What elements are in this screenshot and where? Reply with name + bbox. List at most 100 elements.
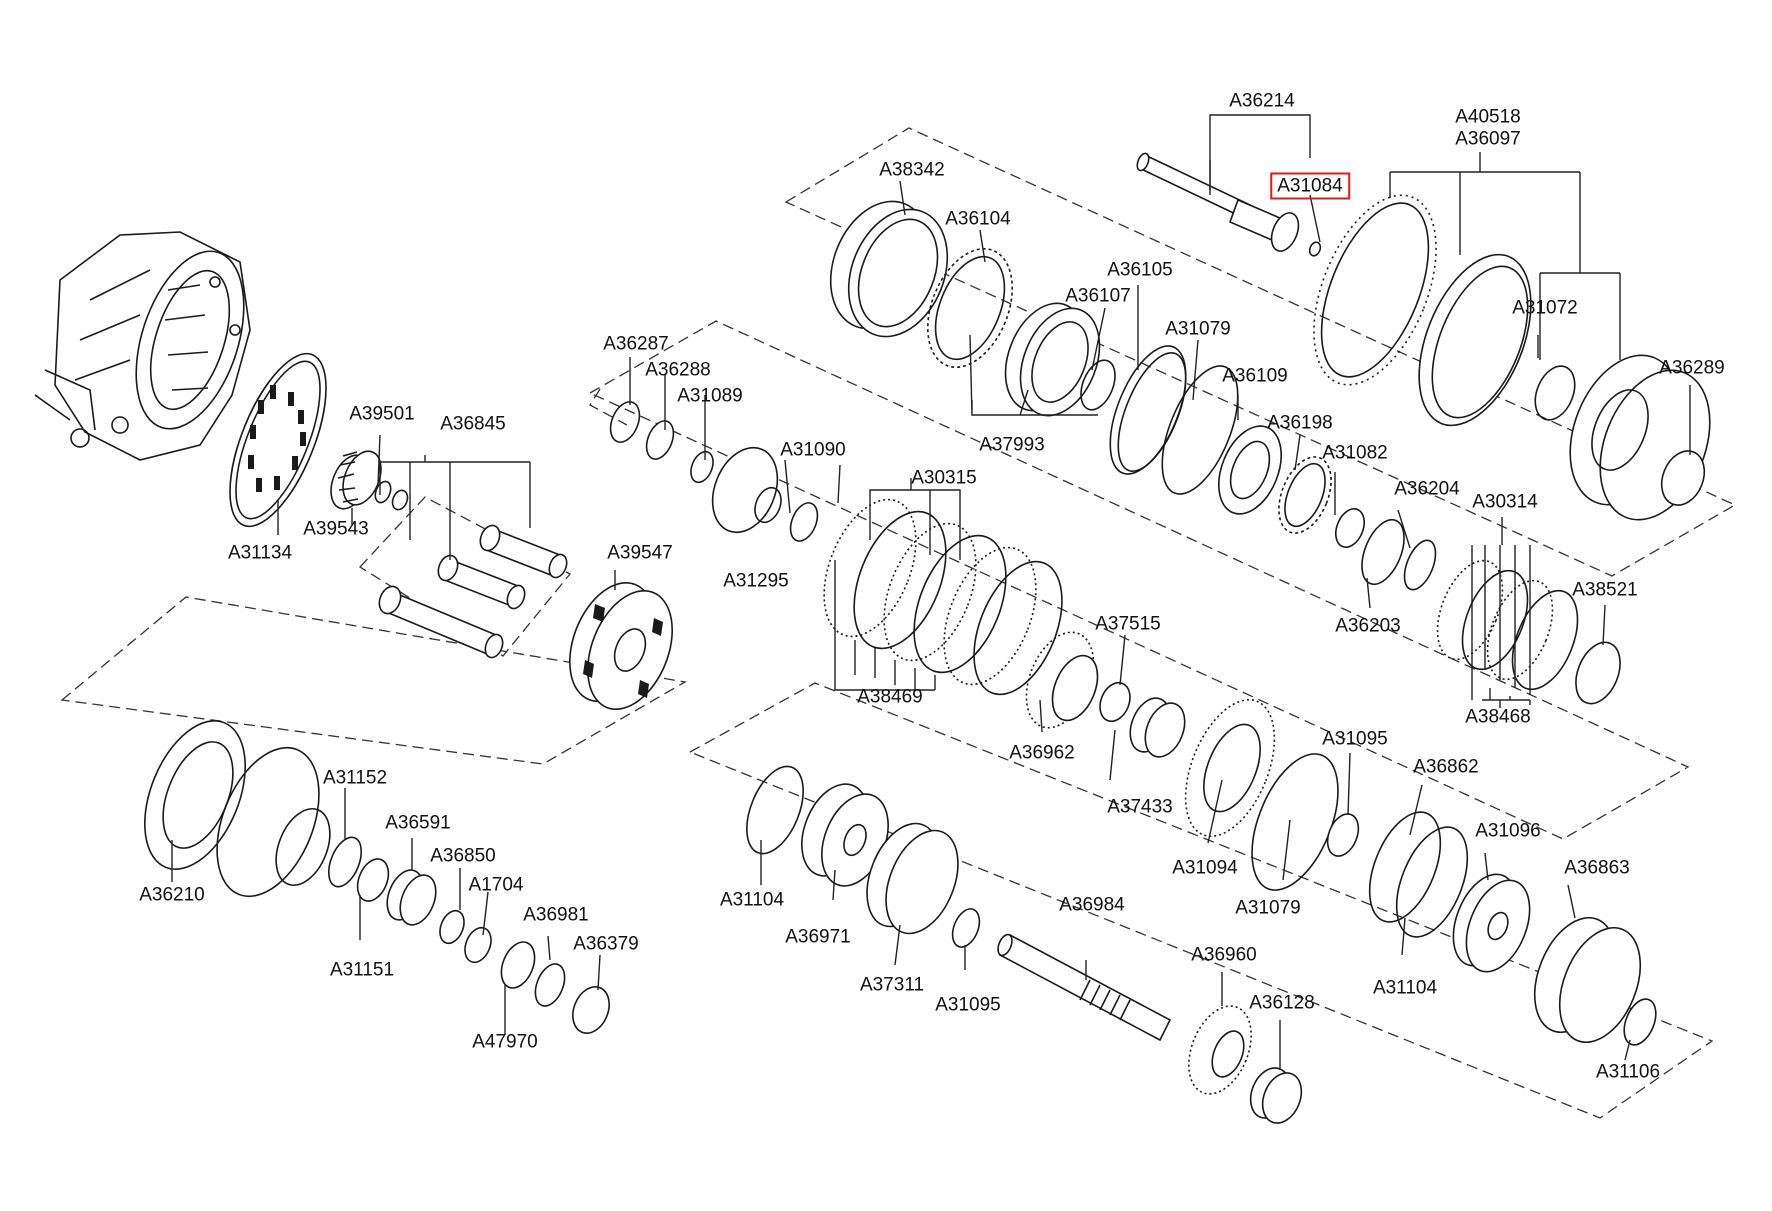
assembly-box-shafts (358, 496, 572, 657)
callout-a31152[interactable]: A31152 (322, 767, 388, 789)
part-a36288-ring (645, 420, 675, 460)
callout-a36128[interactable]: A36128 (1249, 992, 1315, 1014)
part-a36097-ring (1418, 253, 1532, 427)
assembly-box-left (60, 596, 687, 765)
callout-a37311[interactable]: A37311 (859, 974, 925, 996)
callout-a36288[interactable]: A36288 (645, 359, 711, 381)
callout-a36289[interactable]: A36289 (1659, 357, 1725, 379)
callout-a31095-right[interactable]: A31095 (1322, 728, 1388, 750)
part-a31084-washer (1308, 241, 1322, 257)
callout-a31089[interactable]: A31089 (677, 385, 743, 407)
callout-a38469[interactable]: A38469 (857, 686, 923, 708)
part-a36379-ring (572, 986, 610, 1034)
callout-a36287[interactable]: A36287 (603, 333, 669, 355)
callout-a36863[interactable]: A36863 (1564, 857, 1630, 879)
callout-a36105[interactable]: A36105 (1107, 259, 1173, 281)
part-a36981-ring (534, 963, 566, 1007)
callout-a36198[interactable]: A36198 (1267, 412, 1333, 434)
part-a31096-carrier (1452, 873, 1531, 973)
callout-a38521[interactable]: A38521 (1572, 579, 1638, 601)
part-a31072-ring (1534, 365, 1576, 421)
callout-a31094[interactable]: A31094 (1172, 857, 1238, 879)
callout-a36960[interactable]: A36960 (1191, 944, 1257, 966)
part-a31079-top-seal (1161, 365, 1239, 495)
callout-a47970[interactable]: A47970 (472, 1031, 538, 1053)
part-a1704-ring (464, 926, 492, 964)
callout-a40518[interactable]: A40518 (1455, 106, 1521, 128)
part-a36105-seal (1109, 345, 1187, 475)
callout-a36204[interactable]: A36204 (1394, 478, 1460, 500)
callout-a31104-right[interactable]: A31104 (1372, 977, 1438, 999)
part-a36198-clutch (1278, 456, 1332, 534)
callout-a37993[interactable]: A37993 (979, 434, 1045, 456)
part-a36971-hub (801, 783, 889, 887)
part-a36591-bearing (386, 869, 437, 926)
part-a36107-ring (1080, 359, 1116, 411)
part-a31094-gear (1184, 698, 1276, 838)
callout-a31096[interactable]: A31096 (1475, 820, 1541, 842)
assembly-box-bottom (688, 682, 1714, 1119)
callout-a36591[interactable]: A36591 (385, 812, 451, 834)
part-a38521-ring (1575, 641, 1621, 705)
callout-a36210[interactable]: A36210 (139, 884, 205, 906)
callout-a31151[interactable]: A31151 (329, 959, 395, 981)
callout-a36379[interactable]: A36379 (573, 933, 639, 955)
callout-a31104-left[interactable]: A31104 (719, 889, 785, 911)
part-a47970-bearing (500, 941, 536, 989)
part-a30314-clutch-pack (1436, 559, 1579, 691)
callout-a36214[interactable]: A36214 (1229, 90, 1295, 112)
callout-a36203[interactable]: A36203 (1335, 615, 1401, 637)
part-a36104-clutch (927, 247, 1013, 369)
callout-a39547[interactable]: A39547 (607, 542, 673, 564)
part-a39501-ring (374, 480, 392, 504)
callout-a36107[interactable]: A36107 (1065, 285, 1131, 307)
part-a31095-right-ring (1326, 813, 1360, 857)
part-a37433-bearing (1129, 697, 1186, 758)
callout-a31134[interactable]: A31134 (227, 542, 293, 564)
callout-a36104[interactable]: A36104 (945, 208, 1011, 230)
part-a39543-bearing (330, 450, 382, 510)
callout-a39501[interactable]: A39501 (349, 403, 415, 425)
callout-a31295[interactable]: A31295 (723, 570, 789, 592)
callout-a36981[interactable]: A36981 (523, 904, 589, 926)
callout-a38342[interactable]: A38342 (879, 159, 945, 181)
callout-a37515[interactable]: A37515 (1095, 613, 1161, 635)
callout-a36845[interactable]: A36845 (440, 413, 506, 435)
part-a31095-bottom-ring (951, 908, 981, 948)
part-a31104-left-ring (746, 765, 804, 855)
part-a36984-shaft (997, 933, 1172, 1042)
callout-a31095-bottom[interactable]: A31095 (935, 994, 1001, 1016)
callout-a30314[interactable]: A30314 (1472, 491, 1538, 513)
part-a30315-clutch-pack (823, 498, 1063, 696)
callout-a31082[interactable]: A31082 (1322, 442, 1388, 464)
part-a37311-ring-gear (866, 822, 959, 935)
callout-a38468[interactable]: A38468 (1465, 706, 1531, 728)
callout-a36097[interactable]: A36097 (1455, 128, 1521, 150)
transmission-housing (34, 231, 251, 461)
assembly-box-top (784, 127, 1737, 577)
callout-a36850[interactable]: A36850 (430, 845, 496, 867)
callout-a36962[interactable]: A36962 (1009, 742, 1075, 764)
callout-a36109[interactable]: A36109 (1222, 365, 1288, 387)
callout-a31084-highlighted[interactable]: A31084 (1270, 172, 1350, 200)
part-a31152-seal (216, 746, 320, 898)
part-a36109-bearing (1218, 425, 1282, 515)
callout-a39543[interactable]: A39543 (303, 518, 369, 540)
callout-a31090[interactable]: A31090 (780, 439, 846, 461)
callout-a36862[interactable]: A36862 (1413, 756, 1479, 778)
part-a36845-shafts (378, 524, 568, 659)
part-a36850-ring (439, 909, 465, 945)
callout-a30315[interactable]: A30315 (911, 467, 977, 489)
callout-a36984[interactable]: A36984 (1059, 894, 1125, 916)
part-a37515-ring (1099, 681, 1131, 723)
callout-a31079-mid[interactable]: A31079 (1235, 897, 1301, 919)
callout-a31079-top[interactable]: A31079 (1165, 318, 1231, 340)
callout-a31106[interactable]: A31106 (1595, 1061, 1661, 1083)
part-a36960-gear (1188, 1005, 1252, 1095)
callout-a37433[interactable]: A37433 (1107, 796, 1173, 818)
callout-a1704[interactable]: A1704 (468, 874, 524, 896)
callout-a36971[interactable]: A36971 (785, 926, 851, 948)
callout-a31072[interactable]: A31072 (1512, 297, 1578, 319)
